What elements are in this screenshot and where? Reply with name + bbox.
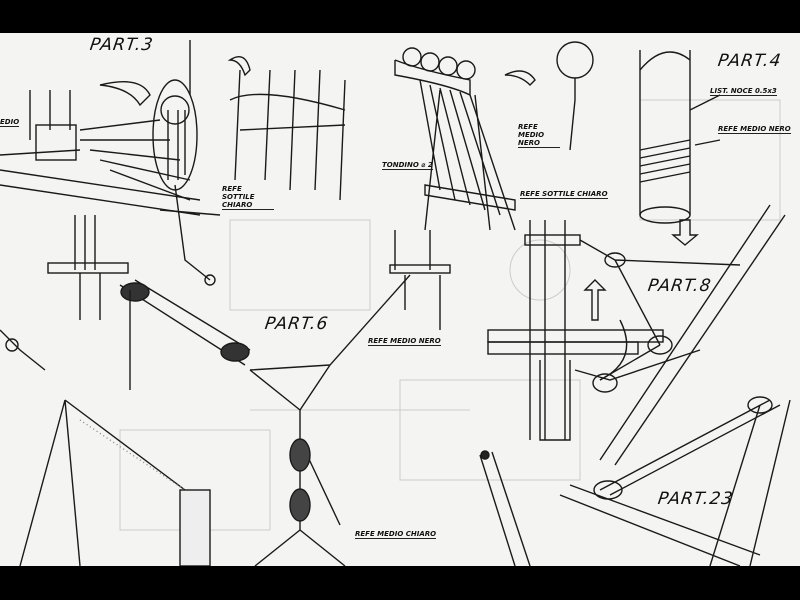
background-faint-drawings: [119, 99, 781, 531]
label-refe-medio-chiaro: REFE MEDIO CHIARO: [355, 530, 437, 539]
arrow-icon: [227, 56, 251, 77]
sail-drawing: [0, 329, 211, 566]
part6-label: PART.6: [263, 314, 330, 334]
part8-drawing: [487, 204, 786, 466]
part4-drawing: [639, 50, 721, 246]
down-arrow-icon: [671, 219, 699, 246]
up-arrow-icon: [583, 279, 607, 321]
label-medio-cut: EDIO: [0, 118, 20, 127]
part23-drawing: [479, 396, 791, 566]
part4-label: PART.4: [716, 51, 783, 71]
rigging-plan-sheet: PART.3 PART.4 PART.6 PART.8 PART.23 EDIO…: [0, 33, 800, 566]
label-refe-sottile-chiaro: REFE SOTTILE CHIARO: [222, 185, 274, 210]
part6-drawing: [47, 215, 451, 566]
label-refe-medio-nero-3: REFE MEDIO NERO: [368, 337, 441, 346]
label-list-noce: LIST. NOCE 0.5x3: [710, 87, 777, 96]
arrow-icon: [504, 70, 536, 86]
label-refe-sottile-chiaro-2: REFE SOTTILE CHIARO: [520, 190, 608, 199]
label-refe-medio-nero-2: REFE MEDIO NERO: [718, 125, 791, 134]
rigging-drawing: [0, 40, 791, 566]
part23-label: PART.23: [656, 489, 735, 509]
label-tondino: TONDINO ⌀ 2: [382, 161, 433, 170]
label-refe-medio-nero: REFE MEDIO NERO: [518, 123, 560, 148]
part3-drawing: [0, 40, 346, 286]
part8-label: PART.8: [646, 276, 713, 296]
arrow-icon: [99, 81, 151, 107]
part3-label: PART.3: [88, 35, 155, 55]
deadeye-rack-drawing: [394, 41, 594, 231]
